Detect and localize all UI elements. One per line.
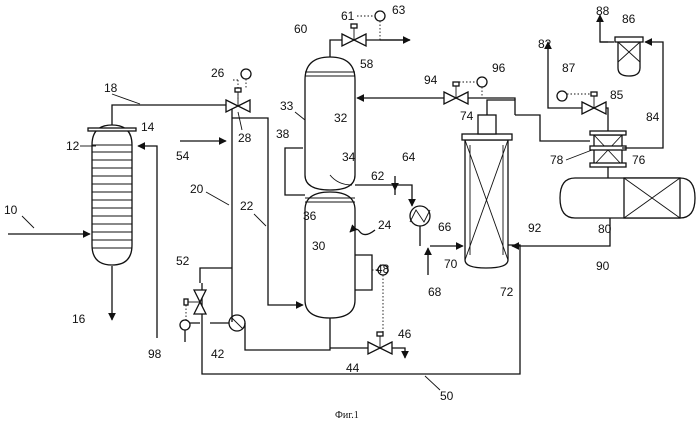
label-58: 58 bbox=[360, 57, 374, 71]
instrument-87 bbox=[557, 91, 567, 101]
unit-76 bbox=[590, 131, 626, 167]
figure-caption: Фиг.1 bbox=[335, 410, 359, 421]
label-96: 96 bbox=[492, 61, 506, 75]
label-24: 24 bbox=[378, 218, 392, 232]
label-72: 72 bbox=[500, 285, 514, 299]
valve-61 bbox=[342, 24, 366, 46]
instrument-63 bbox=[375, 11, 385, 21]
label-48: 48 bbox=[376, 262, 390, 276]
label-86: 86 bbox=[622, 12, 636, 26]
valve-94 bbox=[444, 82, 468, 104]
label-22: 22 bbox=[240, 199, 254, 213]
label-84: 84 bbox=[646, 110, 660, 124]
exchanger-66 bbox=[410, 206, 430, 226]
label-18: 18 bbox=[104, 81, 118, 95]
label-28: 28 bbox=[238, 131, 252, 145]
unit-86 bbox=[615, 37, 643, 76]
label-16: 16 bbox=[72, 312, 86, 326]
label-76: 76 bbox=[632, 153, 646, 167]
label-14: 14 bbox=[141, 120, 155, 134]
label-46: 46 bbox=[398, 327, 412, 341]
label-34: 34 bbox=[342, 150, 356, 164]
label-85: 85 bbox=[610, 88, 624, 102]
label-82: 82 bbox=[538, 37, 552, 51]
label-78: 78 bbox=[550, 153, 564, 167]
label-12: 12 bbox=[66, 139, 80, 153]
label-66: 66 bbox=[438, 220, 452, 234]
label-64: 64 bbox=[402, 150, 416, 164]
instrument-96 bbox=[477, 77, 487, 87]
label-38: 38 bbox=[276, 127, 290, 141]
label-98: 98 bbox=[148, 347, 162, 361]
label-54: 54 bbox=[176, 149, 190, 163]
label-30: 30 bbox=[312, 239, 326, 253]
label-92: 92 bbox=[528, 221, 542, 235]
instrument-98 bbox=[180, 320, 190, 330]
label-74: 74 bbox=[460, 109, 474, 123]
valve-85 bbox=[582, 92, 606, 114]
label-44: 44 bbox=[346, 361, 360, 375]
label-52: 52 bbox=[176, 254, 190, 268]
valve-52 bbox=[184, 290, 206, 314]
valve-46 bbox=[368, 332, 392, 354]
valve-28 bbox=[226, 88, 250, 112]
label-36: 36 bbox=[303, 209, 317, 223]
label-33: 33 bbox=[280, 99, 294, 113]
label-90: 90 bbox=[596, 259, 610, 273]
vessel-80 bbox=[560, 178, 695, 218]
label-87: 87 bbox=[562, 61, 576, 75]
label-26: 26 bbox=[211, 66, 225, 80]
label-88: 88 bbox=[596, 4, 610, 18]
label-63: 63 bbox=[392, 3, 406, 17]
label-50: 50 bbox=[440, 389, 454, 403]
label-32: 32 bbox=[334, 111, 348, 125]
label-62: 62 bbox=[371, 169, 385, 183]
column-32 bbox=[305, 57, 355, 190]
label-68: 68 bbox=[428, 285, 442, 299]
instrument-26 bbox=[241, 69, 251, 79]
label-42: 42 bbox=[211, 347, 225, 361]
label-61: 61 bbox=[341, 9, 355, 23]
label-10: 10 bbox=[4, 203, 18, 217]
label-70: 70 bbox=[444, 257, 458, 271]
label-80: 80 bbox=[598, 222, 612, 236]
label-20: 20 bbox=[190, 182, 204, 196]
reactor-72 bbox=[462, 115, 512, 268]
label-60: 60 bbox=[294, 22, 308, 36]
label-94: 94 bbox=[424, 73, 438, 87]
